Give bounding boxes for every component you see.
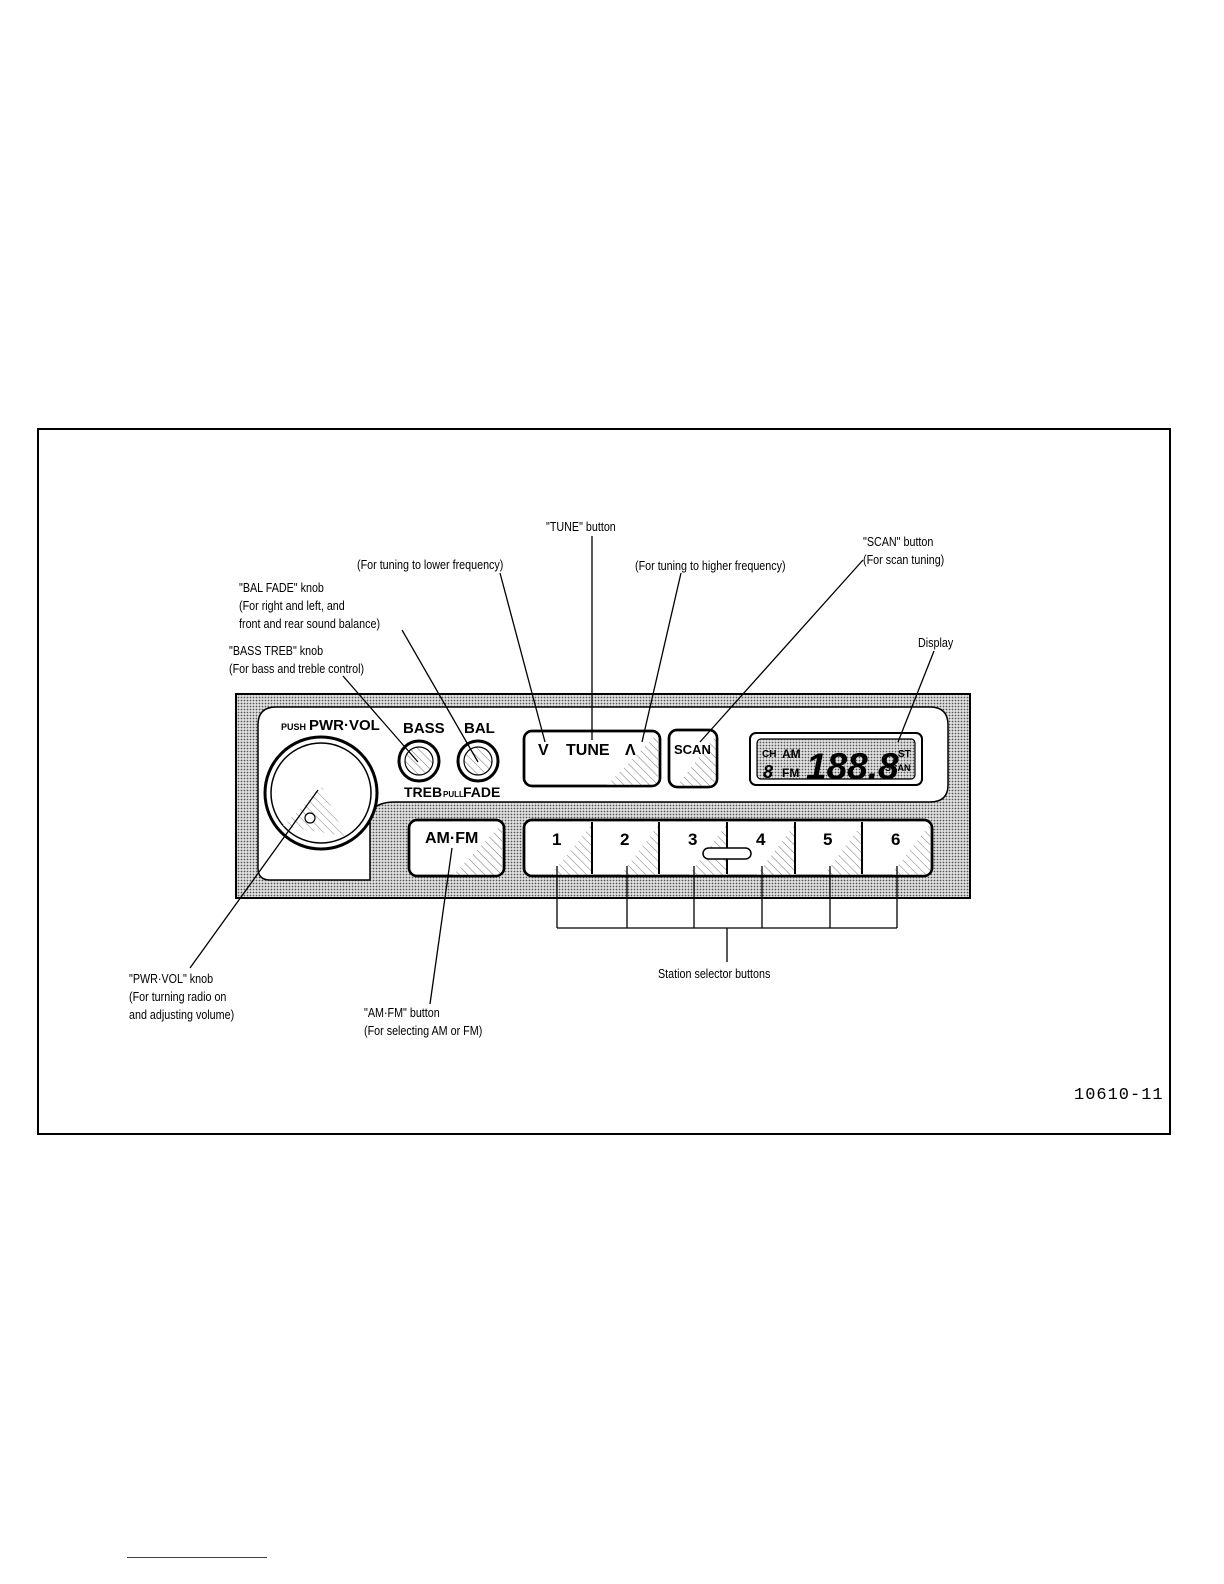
- figure-frame: [37, 428, 1171, 1135]
- callout-bass-treb: "BASS TREB" knob (For bass and treble co…: [229, 642, 364, 678]
- display-frequency: 188.8: [806, 746, 899, 787]
- display-ch: CH: [762, 749, 776, 760]
- callout-pwr-vol-title: "PWR·VOL" knob: [129, 972, 214, 986]
- callout-scan-title: "SCAN" button: [863, 535, 934, 549]
- preset-label-6: 6: [891, 830, 900, 849]
- callout-bal-fade: "BAL FADE" knob (For right and left, and…: [239, 579, 380, 633]
- display-window: [749, 732, 923, 786]
- callout-bal-fade-title: "BAL FADE" knob: [239, 581, 324, 595]
- pwr-vol-label: PWR·VOL: [309, 717, 380, 734]
- preset-label-3: 3: [688, 830, 697, 849]
- display-am: AM: [782, 747, 801, 761]
- preset-button-1[interactable]: [550, 822, 593, 876]
- fade-label: FADE: [463, 784, 500, 800]
- callout-bal-fade-desc-2: front and rear sound balance): [239, 617, 381, 631]
- display-st: ST: [898, 749, 911, 760]
- footnote-rule: [127, 1557, 267, 1558]
- display-fm: FM: [782, 766, 799, 780]
- callout-tune-lower: (For tuning to lower frequency): [357, 556, 503, 574]
- preset-label-2: 2: [620, 830, 629, 849]
- preset-label-5: 5: [823, 830, 832, 849]
- callout-am-fm: "AM·FM" button (For selecting AM or FM): [364, 1004, 482, 1040]
- preset-button-4[interactable]: [756, 822, 796, 876]
- preset-label-4: 4: [756, 830, 766, 849]
- preset-button-6[interactable]: [890, 824, 930, 876]
- leader-lines: [189, 536, 935, 1005]
- treb-label: TREB: [404, 784, 442, 800]
- preset-button-2[interactable]: [620, 822, 660, 876]
- callout-bass-treb-desc: (For bass and treble control): [229, 662, 365, 676]
- callout-display-title: Display: [918, 636, 954, 650]
- pwr-vol-knob[interactable]: [263, 735, 379, 851]
- display-digit: 8: [763, 762, 773, 782]
- callout-station: Station selector buttons: [658, 965, 770, 983]
- preset-label-1: 1: [552, 830, 561, 849]
- callout-tune-higher-text: (For tuning to higher frequency): [635, 559, 786, 573]
- figure-id: 10610-11: [1074, 1086, 1164, 1105]
- callout-scan-desc: (For scan tuning): [863, 553, 945, 567]
- cassette-slot: [702, 847, 752, 860]
- tune-button[interactable]: [522, 729, 662, 788]
- am-fm-label: AM·FM: [425, 830, 478, 847]
- callout-display: Display: [918, 634, 953, 652]
- preset-button-5[interactable]: [823, 822, 863, 876]
- callout-bal-fade-desc-1: (For right and left, and: [239, 599, 345, 613]
- callout-tune: "TUNE" button: [546, 518, 616, 536]
- tune-label: TUNE: [566, 742, 610, 759]
- am-fm-button[interactable]: [407, 818, 506, 878]
- callout-tune-lower-text: (For tuning to lower frequency): [357, 558, 504, 572]
- tune-down-icon[interactable]: V: [538, 742, 549, 759]
- callout-pwr-vol: "PWR·VOL" knob (For turning radio on and…: [129, 970, 234, 1024]
- callout-tune-title: "TUNE" button: [546, 520, 616, 534]
- bass-label: BASS: [403, 720, 445, 737]
- scan-button[interactable]: [667, 728, 719, 789]
- bal-label: BAL: [464, 720, 495, 737]
- callout-am-fm-title: "AM·FM" button: [364, 1006, 440, 1020]
- callout-bass-treb-title: "BASS TREB" knob: [229, 644, 324, 658]
- callout-tune-higher: (For tuning to higher frequency): [635, 557, 786, 575]
- callout-pwr-vol-desc-2: and adjusting volume): [129, 1008, 235, 1022]
- callout-scan: "SCAN" button (For scan tuning): [863, 533, 944, 569]
- tune-up-icon[interactable]: Λ: [625, 742, 636, 759]
- push-label: PUSH: [281, 722, 306, 732]
- callout-pwr-vol-desc-1: (For turning radio on: [129, 990, 227, 1004]
- pull-label: PULL: [443, 790, 464, 799]
- callout-am-fm-desc: (For selecting AM or FM): [364, 1024, 483, 1038]
- display-scan: SCAN: [885, 763, 911, 773]
- callout-station-title: Station selector buttons: [658, 967, 771, 981]
- scan-button-label: SCAN: [674, 742, 711, 757]
